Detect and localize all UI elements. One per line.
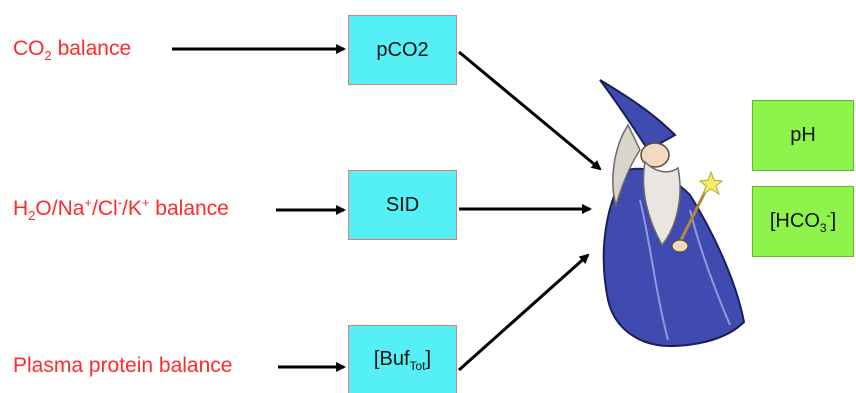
arrow-buf-to-wizard: [458, 253, 590, 372]
na-superscript: +: [84, 195, 93, 210]
cl-superscript: -: [117, 195, 123, 210]
h-subscript: 2: [28, 208, 36, 223]
co2-text: CO: [13, 37, 45, 60]
buf-tot-box: [BufTot]: [348, 325, 457, 393]
hco3-box: [HCO3-]: [752, 186, 854, 257]
co2-suffix: balance: [51, 37, 132, 60]
electrolyte-suffix: balance: [149, 197, 229, 220]
wizard-icon: [599, 79, 746, 348]
buf-text: [Buf: [373, 347, 410, 370]
arrows: [172, 44, 602, 372]
sid-box: SID: [348, 170, 457, 240]
plasma-protein-balance-label: Plasma protein balance: [13, 355, 232, 376]
buf-tot-text: [BufTot]: [374, 348, 431, 373]
co2-subscript: 2: [44, 48, 52, 63]
electrolyte-balance-label: H2O/Na+/Cl-/K+ balance: [13, 196, 229, 222]
k-text: /K: [122, 197, 142, 220]
pco2-box: pCO2: [348, 15, 457, 85]
cl-text: /Cl: [92, 197, 118, 220]
buf-suffix: ]: [425, 347, 432, 370]
hco3-text: [HCO3-]: [770, 208, 836, 235]
k-superscript: +: [141, 195, 150, 210]
buf-subscript: Tot: [409, 358, 426, 373]
pco2-text: pCO2: [376, 38, 429, 61]
protein-text: Plasma protein balance: [13, 354, 233, 377]
o-na-text: O/Na: [35, 197, 85, 220]
arrow-pco2-to-wizard: [458, 50, 602, 171]
hco3-superscript: -: [826, 208, 831, 222]
hco3-main: [HCO: [769, 210, 820, 232]
hco3-subscript: 3: [819, 221, 827, 235]
ph-box: pH: [752, 100, 854, 171]
sid-text: SID: [385, 193, 420, 216]
co2-balance-label: CO2 balance: [13, 38, 131, 62]
ph-text: pH: [790, 124, 816, 146]
h-text: H: [13, 197, 29, 220]
hco3-suffix: ]: [830, 210, 837, 232]
